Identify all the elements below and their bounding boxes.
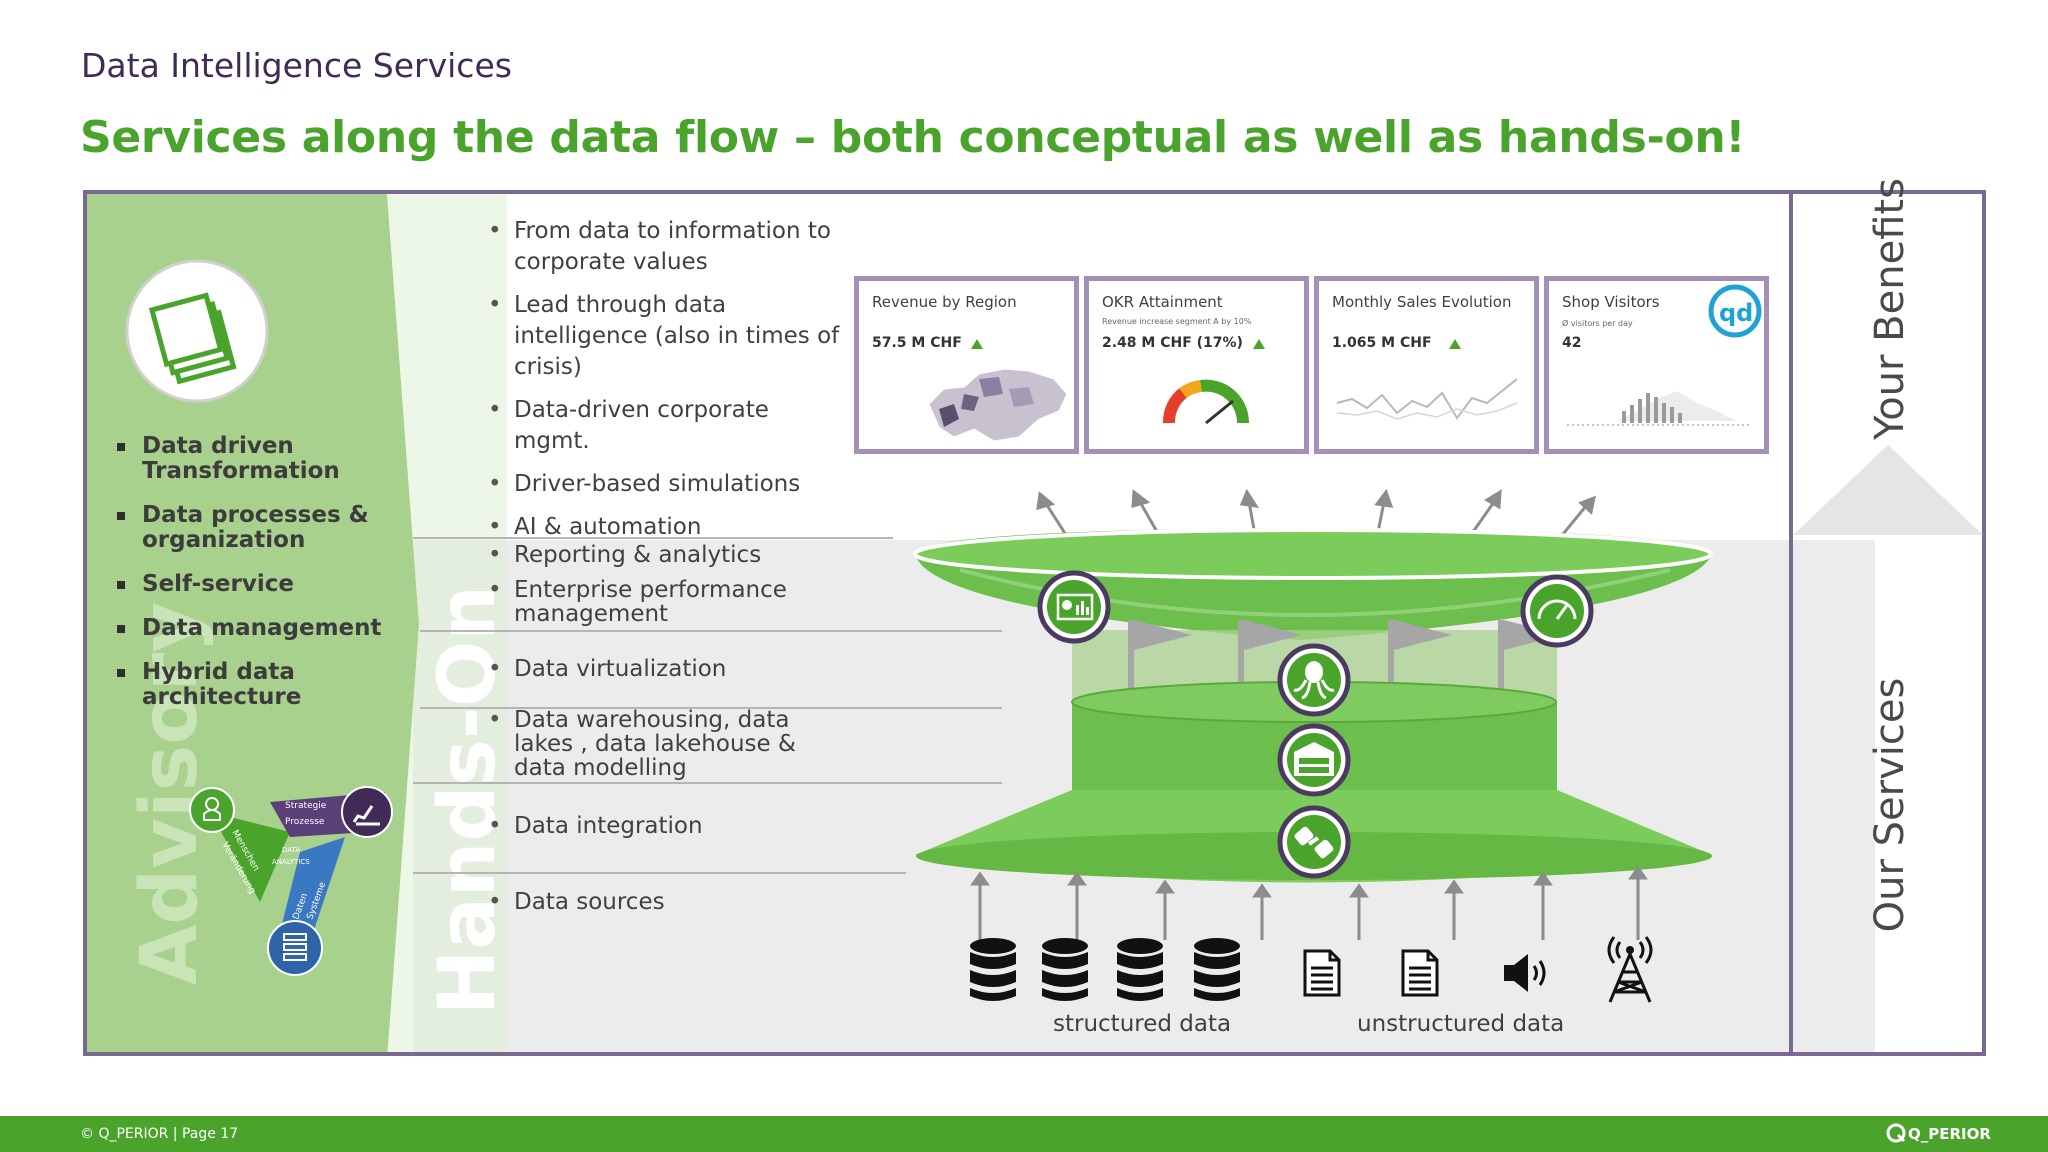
data-funnel [913, 488, 1713, 940]
benefit-item: Data-driven corporate mgmt. [488, 395, 848, 457]
triangle-center2-label: ANALYTICS [272, 858, 310, 866]
triangle-top-label: Strategie [285, 801, 327, 811]
unstructured-data-label: unstructured data [1357, 1011, 1565, 1037]
advisory-panel [87, 194, 507, 1052]
analytics-board-icon [1037, 570, 1111, 644]
speaker-icon [1504, 954, 1546, 992]
dashboard-card-revenue: Revenue by Region 57.5 M CHF [854, 276, 1079, 454]
card-value: 2.48 M CHF (17%) [1102, 335, 1243, 351]
footer-bar [0, 1116, 2048, 1152]
layer-sources: •Data sources [488, 889, 665, 915]
speedometer-icon [1520, 574, 1594, 648]
advisory-item: Data processes & organization [114, 503, 414, 553]
card-value: 1.065 M CHF [1332, 335, 1432, 351]
document-icon [1401, 949, 1439, 997]
triangle-top2-label: Prozesse [285, 817, 325, 827]
card-title: Revenue by Region [872, 293, 1017, 311]
database-icon [970, 938, 1016, 1001]
layer-warehousing: •Data warehousing, data lakes , data lak… [488, 707, 796, 781]
card-subtitle: Revenue increase segment A by 10% [1102, 317, 1252, 326]
layer-reporting: •Reporting & analytics [488, 542, 762, 568]
bar-chart-icon [1567, 391, 1752, 426]
document-icon [1303, 949, 1341, 997]
gauge-icon [1163, 379, 1250, 425]
card-title: Monthly Sales Evolution [1332, 293, 1512, 311]
trend-up-icon [1253, 339, 1265, 349]
advisory-list: Data driven Transformation Data processe… [114, 434, 414, 729]
structured-data-label: structured data [1053, 1011, 1232, 1037]
headline: Services along the data flow – both conc… [80, 112, 1746, 163]
benefits-column [1789, 190, 1986, 1056]
warehouse-icon [1277, 723, 1351, 797]
advisory-item: Data management [114, 616, 414, 641]
dashboard-card-okr: OKR Attainment Revenue increase segment … [1084, 276, 1309, 454]
benefit-item: Driver-based simulations [488, 469, 848, 500]
layer-label: Enterprise performance management [514, 577, 787, 627]
layer-label: Data integration [514, 813, 703, 839]
qperior-logo-icon [1886, 1123, 1906, 1143]
layer-virtualization: •Data virtualization [488, 656, 727, 682]
database-icon [1194, 938, 1240, 1001]
benefit-item: From data to information to corporate va… [488, 216, 848, 278]
advisory-item: Data driven Transformation [114, 434, 414, 484]
benefit-item: Lead through data intelligence (also in … [488, 290, 848, 383]
layer-label: Data virtualization [514, 656, 727, 682]
layer-label: Reporting & analytics [514, 542, 762, 568]
dashboard-card-visitors: Shop Visitors Ø visitors per day 42 qd [1544, 276, 1769, 454]
benefit-item: AI & automation [488, 512, 848, 543]
octopus-icon [1277, 643, 1351, 717]
advisory-item: Self-service [114, 572, 414, 597]
card-title: OKR Attainment [1102, 293, 1223, 311]
footer-copyright: © Q_PERIOR | Page 17 [80, 1126, 239, 1142]
layer-integration: •Data integration [488, 813, 703, 839]
data-analytics-triangle: Strategie Prozesse DATA ANALYTICS Mensch… [189, 786, 393, 976]
layer-epm: •Enterprise performance management [488, 577, 787, 627]
line-chart-icon [1336, 378, 1518, 420]
card-title: Shop Visitors [1562, 293, 1660, 311]
database-icon [1117, 938, 1163, 1001]
switzerland-map-icon [928, 368, 1068, 442]
diagram-frame [83, 190, 1986, 1056]
plug-icon [1277, 805, 1351, 879]
card-value: 57.5 M CHF [872, 335, 962, 351]
qd-logo-icon: qd [1708, 284, 1762, 338]
card-value: 42 [1562, 335, 1582, 351]
trend-up-icon [971, 339, 983, 349]
trend-up-icon [1449, 339, 1461, 349]
qd-logo-text: qd [1719, 299, 1753, 327]
triangle-center-label: DATA [282, 846, 300, 854]
footer-logo: Q_PERIOR [1908, 1125, 1991, 1143]
database-icon [1042, 938, 1088, 1001]
benefits-list: From data to information to corporate va… [488, 216, 848, 555]
card-subtitle: Ø visitors per day [1562, 319, 1633, 328]
antenna-icon [1607, 936, 1653, 1003]
section-title: Data Intelligence Services [81, 46, 512, 85]
advisory-item: Hybrid data architecture [114, 660, 414, 710]
dashboard-card-sales: Monthly Sales Evolution 1.065 M CHF [1314, 276, 1539, 454]
layer-label: Data warehousing, data lakes , data lake… [514, 707, 796, 781]
benefits-arrow [1793, 445, 1983, 535]
layer-label: Data sources [514, 889, 665, 915]
stacked-papers-icon [125, 259, 269, 403]
